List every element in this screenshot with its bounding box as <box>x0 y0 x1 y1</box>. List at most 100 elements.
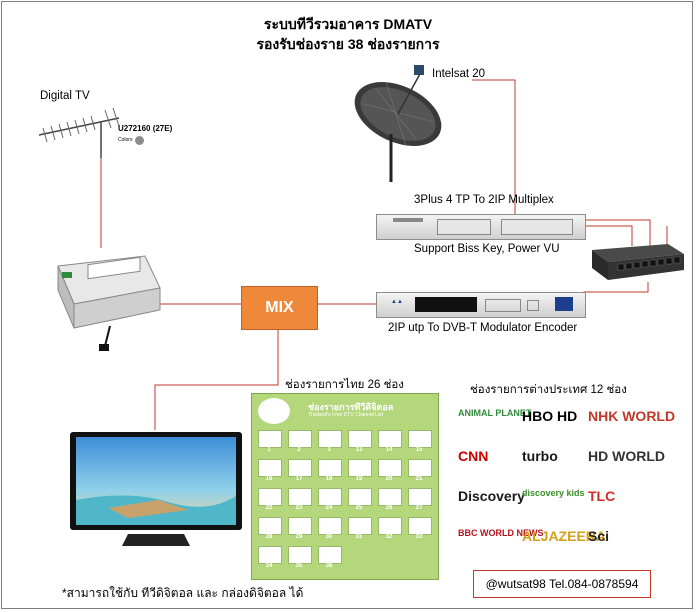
channel-card-subheader: Thailand's Free DTV Channel List <box>308 412 383 418</box>
satellite-dish-icon <box>354 65 442 182</box>
intelsat-label: Intelsat 20 <box>432 68 486 80</box>
channel-logo-tile <box>258 430 282 448</box>
channel-number: 28 <box>265 534 273 540</box>
channel-number: 15 <box>415 447 423 453</box>
channel-logo-tile <box>288 488 312 506</box>
channel-logo-tile <box>348 459 372 477</box>
channel-logo-tile <box>378 459 402 477</box>
network-switch-icon <box>592 244 684 280</box>
channel-logo-tile <box>348 430 372 448</box>
channel-logo-tile <box>258 546 282 564</box>
channel-logo-tile <box>408 517 432 535</box>
channel-logo: NHK WORLD <box>588 408 676 424</box>
uhf-antenna-icon <box>38 107 120 158</box>
wire-multiplex-to-switch-2 <box>584 225 633 246</box>
mix-box: MIX <box>241 286 318 330</box>
channel-number: 23 <box>295 505 303 511</box>
channel-number: 35 <box>295 563 303 569</box>
channel-number: 24 <box>325 505 333 511</box>
thai-channels-label: ช่องรายการไทย 26 ช่อง <box>285 379 404 391</box>
wire-multiplex-to-switch <box>584 219 651 246</box>
channel-logo-tile <box>318 459 342 477</box>
modulator-port <box>527 300 539 311</box>
channel-logo: Sci <box>588 528 610 544</box>
channel-logo: BBC WORLD NEWS <box>458 528 544 538</box>
thai-channel-card: ช่องรายการทีวีดิจิตอล Thailand's Free DT… <box>251 393 439 580</box>
modulator-brand-mark: ▲▲ <box>391 299 403 305</box>
channel-logo-tile <box>408 459 432 477</box>
channel-number: 29 <box>295 534 303 540</box>
channel-logo: discovery kids <box>522 488 585 498</box>
channel-number: 36 <box>325 563 333 569</box>
foreign-channels-label: ช่องรายการต่างประเทศ 12 ช่อง <box>470 384 627 396</box>
channel-logo: HD WORLD <box>588 448 665 464</box>
channel-logo: CNN <box>458 448 489 464</box>
biss-label: Support Biss Key, Power VU <box>414 243 560 255</box>
channel-logo-tile <box>288 517 312 535</box>
antenna-model-label: U272160 (27E) <box>118 124 173 133</box>
modulator-label: 2IP utp To DVB-T Modulator Encoder <box>388 322 578 334</box>
antenna-colors-label: Colors <box>118 137 133 143</box>
channel-number: 30 <box>325 534 333 540</box>
channel-logo-tile <box>288 459 312 477</box>
channel-card-header: ช่องรายการทีวีดิจิตอล <box>308 402 394 412</box>
multiplexer-rear-panel <box>501 219 573 235</box>
channel-logo-tile <box>408 488 432 506</box>
title-line-2: รองรับช่องราย 38 ช่องรายการ <box>256 36 440 52</box>
wire-dish-to-multiplex <box>472 79 516 214</box>
channel-logo-tile <box>318 488 342 506</box>
channel-logo-tile <box>318 517 342 535</box>
multiplexer-front-port <box>393 218 423 222</box>
channel-logo: ANIMAL PLANET <box>458 408 532 418</box>
channel-logo-tile <box>318 546 342 564</box>
wire-mix-to-tv <box>154 328 279 430</box>
television-icon <box>70 432 242 546</box>
channel-number: 21 <box>415 476 423 482</box>
channel-number: 17 <box>295 476 303 482</box>
channel-number: 34 <box>265 563 273 569</box>
multiplexer-front-panel <box>437 219 491 235</box>
channel-logo-tile <box>378 430 402 448</box>
channel-number: 13 <box>355 447 363 453</box>
channel-number: 20 <box>385 476 393 482</box>
channel-number: 1 <box>267 447 271 453</box>
channel-logo-tile <box>318 430 342 448</box>
color-swatch <box>135 136 144 145</box>
channel-logo-tile <box>258 517 282 535</box>
channel-number: 32 <box>385 534 393 540</box>
channel-logo: Discovery <box>458 488 525 504</box>
channel-logo-tile <box>288 430 312 448</box>
channel-number: 14 <box>385 447 393 453</box>
channel-logo-tile <box>408 430 432 448</box>
channel-number: 31 <box>355 534 363 540</box>
channel-logo-tile <box>378 488 402 506</box>
channel-number: 16 <box>265 476 273 482</box>
channel-number: 26 <box>385 505 393 511</box>
digital-tv-label: Digital TV <box>40 90 90 102</box>
channel-number: 18 <box>325 476 333 482</box>
channel-logo-tile <box>378 517 402 535</box>
channel-logo: ALJAZEERA <box>522 528 607 544</box>
modulator-buttons <box>485 299 521 312</box>
footnote: *สามารถใช้กับ ทีวีดิจิตอล และ กล่องดิจิต… <box>62 586 304 600</box>
channel-logo-tile <box>258 459 282 477</box>
channel-number: 27 <box>415 505 423 511</box>
amplifier-device-icon <box>57 255 161 351</box>
channel-number: 33 <box>415 534 423 540</box>
modulator-device: ▲▲ <box>376 292 586 318</box>
channel-number: 22 <box>265 505 273 511</box>
channel-number: 3 <box>327 447 331 453</box>
contact-box: @wutsat98 Tel.084-0878594 <box>473 570 651 598</box>
multiplexer-device <box>376 214 586 240</box>
channel-logo-tile <box>288 546 312 564</box>
title-line-1: ระบบทีวีรวมอาคาร DMATV <box>263 16 433 32</box>
channel-logo-tile <box>258 488 282 506</box>
dvb-badge-icon <box>555 297 573 311</box>
channel-number: 2 <box>297 447 301 453</box>
channel-logo-tile <box>348 488 372 506</box>
channel-number: 25 <box>355 505 363 511</box>
modulator-display <box>415 297 477 312</box>
multiplex-label: 3Plus 4 TP To 2IP Multiplex <box>414 194 554 206</box>
channel-logo: HBO HD <box>522 408 578 424</box>
